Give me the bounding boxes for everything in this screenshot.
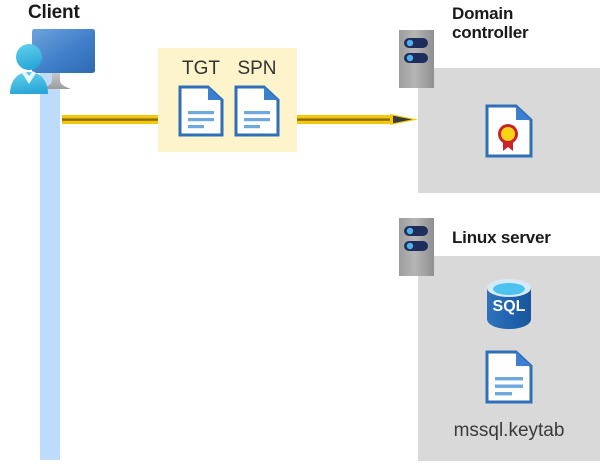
token-highlight-box: TGT SPN xyxy=(158,48,297,152)
domain-controller-server-rack-icon xyxy=(399,30,434,88)
spn-document-icon xyxy=(234,85,280,137)
client-lifeline xyxy=(40,68,60,460)
certificate-document-icon xyxy=(485,104,533,158)
client-title: Client xyxy=(28,2,80,23)
sql-database-icon: SQL xyxy=(482,278,536,330)
tgt-document-icon xyxy=(178,85,224,137)
keytab-filename-label: mssql.keytab xyxy=(453,420,565,441)
domain-controller-title: Domain controller xyxy=(452,4,529,43)
tgt-label: TGT xyxy=(182,58,220,79)
sql-database-label: SQL xyxy=(493,298,526,315)
spn-label: SPN xyxy=(237,58,277,79)
keytab-document-icon xyxy=(485,350,533,404)
user-monitor-icon xyxy=(6,26,98,98)
linux-server-title: Linux server xyxy=(452,228,551,247)
linux-server-rack-icon xyxy=(399,218,434,276)
